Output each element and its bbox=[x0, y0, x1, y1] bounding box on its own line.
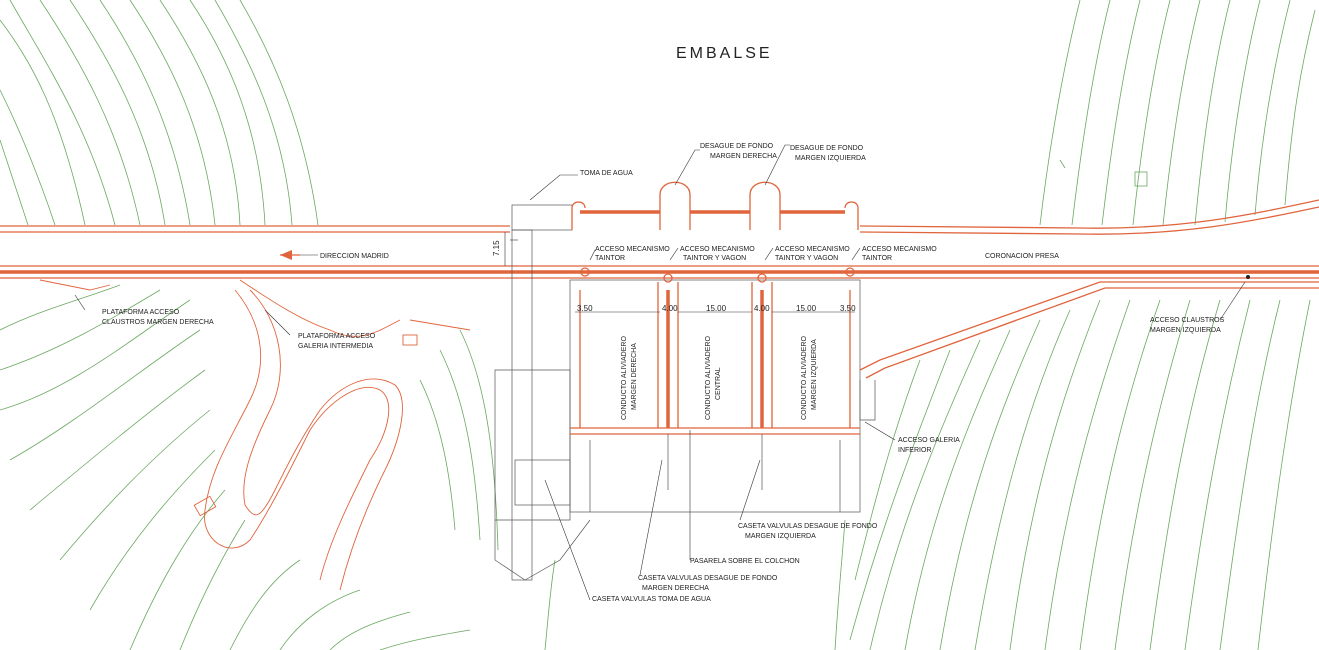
contours-lower-left bbox=[0, 284, 499, 650]
intake-structure bbox=[511, 181, 859, 231]
label-acceso-mec-3b: TAINTOR Y VAGON bbox=[775, 255, 838, 262]
label-pasarela: PASARELA SOBRE EL COLCHON bbox=[690, 558, 800, 565]
crest-road bbox=[0, 199, 1319, 291]
label-acceso-claustros-izq-1: ACCESO CLAUSTROS bbox=[1150, 317, 1225, 324]
label-caseta-toma: CASETA VALVULAS TOMA DE AGUA bbox=[592, 596, 711, 603]
contours-upper-right bbox=[1039, 0, 1316, 226]
dim-road-width: 7.15 bbox=[492, 240, 501, 256]
access-road bbox=[193, 279, 471, 591]
dimension-lines bbox=[504, 232, 855, 313]
dim-1: 3.50 bbox=[577, 304, 593, 313]
label-conducto-der-1: CONDUCTO ALIVIADERO bbox=[621, 336, 628, 420]
contours-upper-left bbox=[0, 0, 319, 226]
label-acceso-mec-2a: ACCESO MECANISMO bbox=[680, 246, 755, 253]
label-caseta-fondo-izq-2: MARGEN IZQUIERDA bbox=[745, 533, 816, 540]
label-conducto-cen-1: CONDUCTO ALIVIADERO bbox=[705, 336, 712, 420]
label-caseta-fondo-izq-1: CASETA VALVULAS DESAGUE DE FONDO bbox=[738, 523, 878, 530]
label-direccion: DIRECCION MADRID bbox=[320, 253, 389, 260]
label-plataforma-claustros-2: CLAUSTROS MARGEN DERECHA bbox=[102, 319, 214, 326]
label-desague-izq-1: DESAGUE DE FONDO bbox=[790, 145, 864, 152]
title-embalse: EMBALSE bbox=[676, 45, 773, 62]
dim-3: 15.00 bbox=[706, 304, 727, 313]
plan-labels: EMBALSE TOMA DE AGUA DESAGUE DE FONDO MA… bbox=[102, 45, 1225, 603]
label-acceso-claustros-izq-2: MARGEN IZQUIERDA bbox=[1150, 327, 1221, 334]
label-conducto-cen-2: CENTRAL bbox=[715, 367, 722, 400]
label-acceso-mec-4a: ACCESO MECANISMO bbox=[862, 246, 937, 253]
label-acceso-galeria-2: INFERIOR bbox=[898, 447, 931, 454]
label-coronacion: CORONACION PRESA bbox=[985, 253, 1059, 260]
dim-5: 15.00 bbox=[796, 304, 817, 313]
dam-body bbox=[494, 229, 1319, 581]
label-acceso-mec-2b: TAINTOR Y VAGON bbox=[683, 255, 746, 262]
label-desague-der-2: MARGEN DERECHA bbox=[710, 153, 777, 160]
label-acceso-mec-4b: TAINTOR bbox=[862, 255, 892, 262]
label-acceso-mec-3a: ACCESO MECANISMO bbox=[775, 246, 850, 253]
label-desague-izq-2: MARGEN IZQUIERDA bbox=[795, 155, 866, 162]
label-plataforma-galeria-2: GALERIA INTERMEDIA bbox=[298, 343, 373, 350]
dim-6: 3.50 bbox=[840, 304, 856, 313]
label-acceso-mec-1a: ACCESO MECANISMO bbox=[595, 246, 670, 253]
leader-lines bbox=[74, 144, 1246, 601]
label-plataforma-galeria-1: PLATAFORMA ACCESO bbox=[298, 333, 376, 340]
label-conducto-der-2: MARGEN DERECHA bbox=[631, 343, 638, 410]
label-caseta-fondo-der-2: MARGEN DERECHA bbox=[642, 585, 709, 592]
label-plataforma-claustros-1: PLATAFORMA ACCESO bbox=[102, 309, 180, 316]
contours-lower-right bbox=[544, 299, 1311, 650]
label-acceso-galeria-1: ACCESO GALERIA bbox=[898, 437, 960, 444]
dim-2: 4.00 bbox=[662, 304, 678, 313]
label-toma-agua: TOMA DE AGUA bbox=[580, 170, 633, 177]
label-desague-der-1: DESAGUE DE FONDO bbox=[700, 143, 774, 150]
label-conducto-izq-1: CONDUCTO ALIVIADERO bbox=[801, 336, 808, 420]
label-acceso-mec-1b: TAINTOR bbox=[595, 255, 625, 262]
label-caseta-fondo-der-1: CASETA VALVULAS DESAGUE DE FONDO bbox=[638, 575, 778, 582]
misc-markers bbox=[1059, 159, 1250, 279]
dim-4: 4.00 bbox=[754, 304, 770, 313]
label-conducto-izq-2: MARGEN IZQUIERDA bbox=[811, 339, 818, 410]
